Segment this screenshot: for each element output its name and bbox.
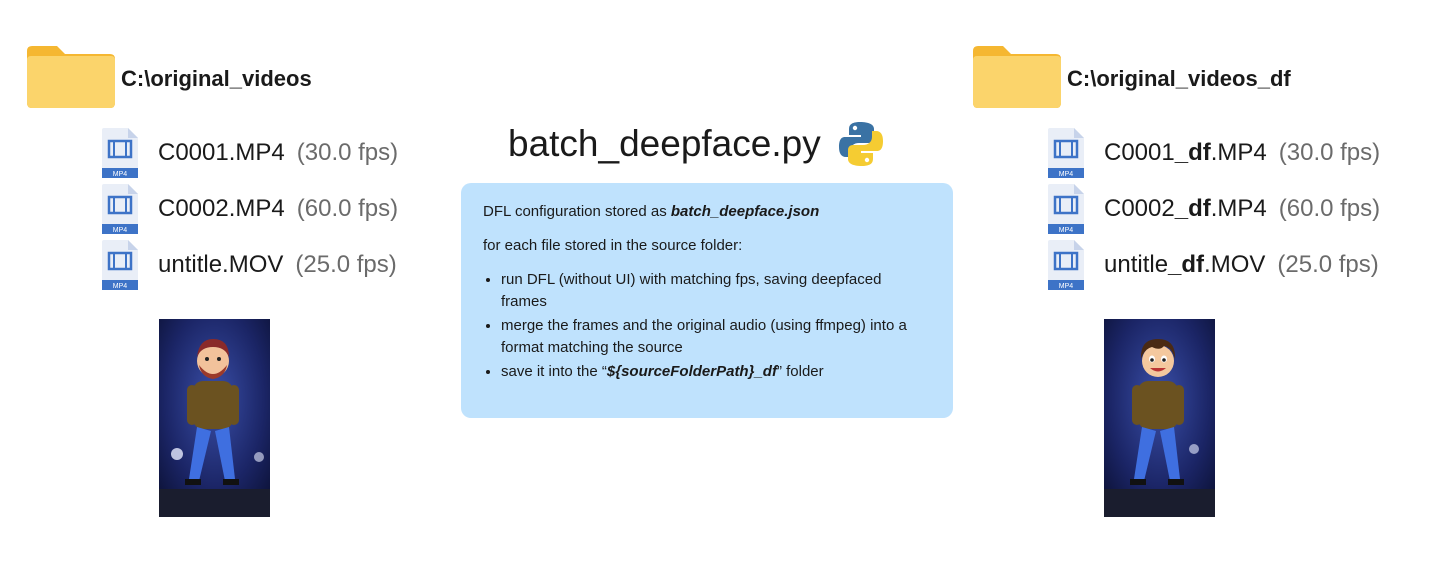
original-video-thumbnail [159,319,270,517]
svg-text:MP4: MP4 [113,171,128,178]
right-file-row[interactable]: MP4 C0001_df.MP4 (30.0 fps) [1048,128,1380,178]
script-name: batch_deepface [508,123,772,164]
right-file-row[interactable]: MP4 untitle_df.MOV (25.0 fps) [1048,240,1379,290]
script-extension: .py [771,123,821,164]
file-fps: (30.0 fps) [296,139,399,166]
mp4-file-icon: MP4 [102,240,138,290]
right-folder-path: C:\original_videos_df [1067,66,1291,91]
right-file-row[interactable]: MP4 C0002_df.MP4 (60.0 fps) [1048,184,1380,234]
folder-icon [27,46,115,108]
process-steps: run DFL (without UI) with matching fps, … [483,269,931,383]
process-description-box: DFL configuration stored as batch_deepfa… [461,183,953,418]
script-title: batch_deepface .py [508,120,885,168]
deepfaced-video-thumbnail [1104,319,1215,517]
mp4-file-icon: MP4 [1048,240,1084,290]
file-name: C0001.MP4 [158,139,285,166]
file-name: untitle_df.MOV [1104,251,1266,278]
svg-text:MP4: MP4 [1059,171,1074,178]
folder-icon [973,46,1061,108]
file-fps: (60.0 fps) [1278,195,1381,222]
file-fps: (25.0 fps) [1277,251,1379,278]
step-item: run DFL (without UI) with matching fps, … [501,269,931,313]
mp4-file-icon: MP4 [1048,128,1084,178]
python-logo-icon [838,122,883,166]
config-line: DFL configuration stored as batch_deepfa… [483,203,820,220]
output-folder-pattern: ${sourceFolderPath} [606,363,755,380]
file-name: C0002.MP4 [158,195,285,222]
file-name: untitle.MOV [158,251,284,278]
svg-text:MP4: MP4 [113,227,128,234]
file-name: C0001_df.MP4 [1104,139,1267,166]
left-file-row[interactable]: MP4 C0001.MP4 (30.0 fps) [102,128,398,178]
config-filename: batch_deepface.json [670,203,820,220]
left-file-row[interactable]: MP4 untitle.MOV (25.0 fps) [102,240,397,290]
svg-text:MP4: MP4 [113,283,128,290]
step-item: save it into the “${sourceFolderPath}_df… [501,361,931,383]
file-name: C0002_df.MP4 [1104,195,1267,222]
mp4-file-icon: MP4 [102,184,138,234]
file-fps: (25.0 fps) [295,251,397,278]
loop-line: for each file stored in the source folde… [483,237,743,254]
file-fps: (60.0 fps) [296,195,399,222]
left-file-row[interactable]: MP4 C0002.MP4 (60.0 fps) [102,184,398,234]
svg-text:MP4: MP4 [1059,227,1074,234]
mp4-file-icon: MP4 [1048,184,1084,234]
file-fps: (30.0 fps) [1278,139,1381,166]
mp4-file-icon: MP4 [102,128,138,178]
svg-text:MP4: MP4 [1059,283,1074,290]
left-folder-path: C:\original_videos [121,66,312,91]
step-item: merge the frames and the original audio … [501,315,931,359]
